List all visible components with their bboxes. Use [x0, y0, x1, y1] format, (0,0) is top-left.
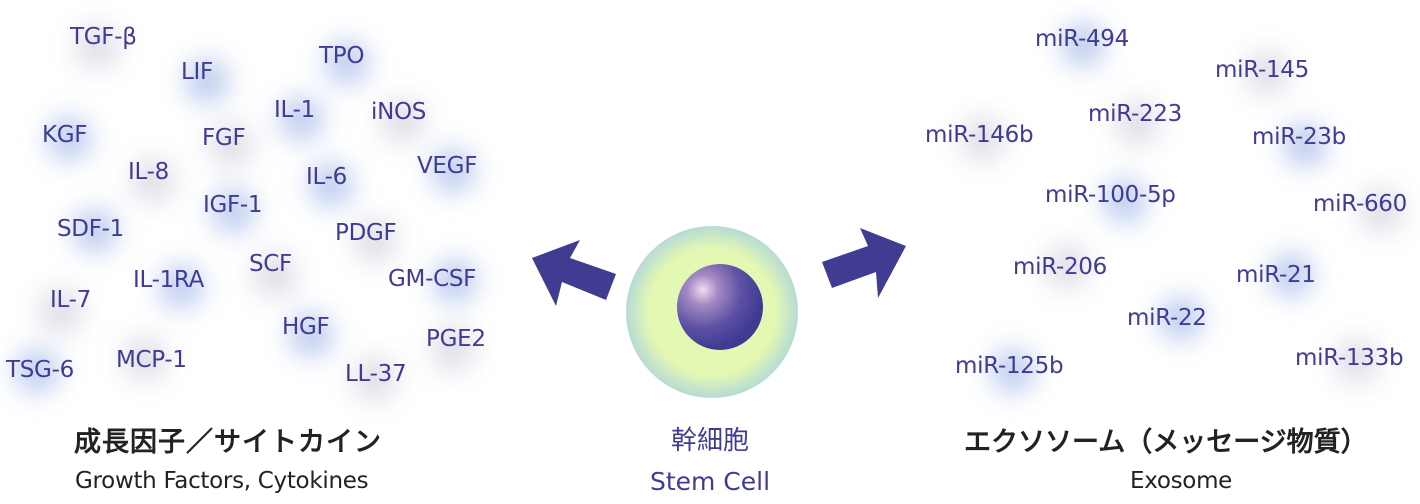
term-mir-100-5p: miR-100-5p	[1045, 182, 1176, 208]
term-mir-133b: miR-133b	[1295, 345, 1404, 371]
term-mir-660: miR-660	[1313, 191, 1407, 217]
term-mir-23b: miR-23b	[1252, 124, 1346, 150]
term-mir-223: miR-223	[1088, 101, 1182, 127]
term-il-1: IL-1	[274, 97, 315, 123]
term-tsg-6: TSG-6	[6, 357, 74, 383]
term-mir-494: miR-494	[1035, 26, 1129, 52]
term-fgf: FGF	[202, 125, 246, 151]
left-heading-en: Growth Factors, Cytokines	[75, 468, 369, 494]
term-tgf-beta: TGF-β	[70, 24, 137, 50]
term-mir-125b: miR-125b	[955, 353, 1064, 379]
term-mir-21: miR-21	[1236, 262, 1316, 288]
arrow-up-right-icon	[822, 228, 906, 298]
term-il-8: IL-8	[128, 159, 169, 185]
term-mir-145: miR-145	[1215, 57, 1309, 83]
term-lif: LIF	[181, 59, 213, 85]
term-il-6: IL-6	[306, 164, 347, 190]
term-il-1ra: IL-1RA	[133, 267, 205, 293]
term-scf: SCF	[249, 251, 292, 277]
term-mir-206: miR-206	[1013, 254, 1107, 280]
term-il-7: IL-7	[50, 287, 91, 313]
term-vegf: VEGF	[417, 153, 478, 179]
stem-cell-nucleus	[677, 264, 763, 350]
term-kgf: KGF	[42, 122, 88, 148]
term-gm-csf: GM-CSF	[388, 266, 477, 292]
term-mir-22: miR-22	[1127, 305, 1207, 331]
center-label-jp: 幹細胞	[670, 426, 749, 456]
right-heading-jp: エクソソーム（メッセージ物質）	[964, 427, 1368, 458]
term-pge2: PGE2	[426, 326, 486, 352]
term-mir-146b: miR-146b	[925, 122, 1034, 148]
center-label-en: Stem Cell	[649, 467, 771, 496]
term-igf-1: IGF-1	[203, 192, 263, 218]
term-ll-37: LL-37	[345, 361, 407, 387]
right-heading-en: Exosome	[1130, 468, 1233, 494]
arrow-up-left-icon	[532, 240, 616, 306]
left-heading-jp: 成長因子／サイトカイン	[74, 427, 382, 458]
term-sdf-1: SDF-1	[57, 216, 124, 242]
term-pdgf: PDGF	[335, 220, 397, 246]
term-hgf: HGF	[282, 314, 330, 340]
term-tpo: TPO	[319, 43, 365, 69]
term-mcp-1: MCP-1	[116, 347, 187, 373]
term-inos: iNOS	[371, 99, 427, 125]
